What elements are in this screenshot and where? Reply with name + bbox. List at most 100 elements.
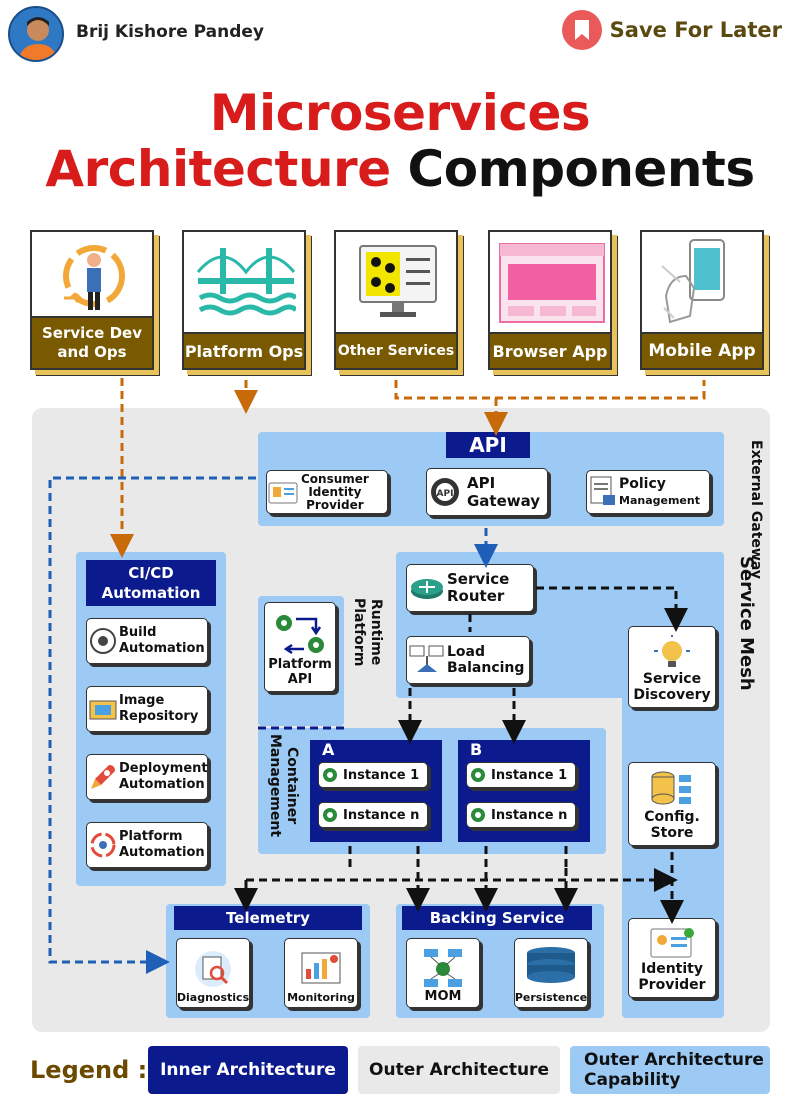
save-for-later-label: Save For Later bbox=[609, 18, 782, 42]
build-line-2: Automation bbox=[119, 641, 205, 656]
instance-label: Instance 1 bbox=[343, 767, 420, 783]
router-line-1: Service bbox=[447, 570, 510, 588]
card-other-services: Other Services bbox=[334, 230, 458, 370]
discovery-bulb-icon bbox=[654, 635, 690, 667]
platform-api-line-2: API bbox=[287, 672, 313, 687]
save-for-later-button[interactable]: Save For Later bbox=[561, 10, 782, 50]
legend-label: Legend : bbox=[30, 1056, 148, 1084]
legend-capability-line-1: Outer Architecture bbox=[584, 1050, 764, 1070]
instance-label: Instance n bbox=[343, 807, 420, 823]
id-card-icon bbox=[268, 482, 298, 504]
monitor-services-icon bbox=[359, 245, 437, 317]
card-label-platform-ops: Platform Ops bbox=[184, 332, 304, 368]
avatar bbox=[8, 6, 64, 62]
build-line-1: Build bbox=[119, 625, 157, 640]
router-icon bbox=[411, 579, 443, 599]
author-name: Brij Kishore Pandey bbox=[76, 22, 265, 42]
cicd-header: CI/CD Automation bbox=[86, 560, 216, 606]
diagnostics-label: Diagnostics bbox=[176, 991, 250, 1004]
container-b-instance-1: Instance 1 bbox=[466, 762, 576, 788]
cicd-header-line-1: CI/CD bbox=[128, 564, 174, 582]
card-label-other-services: Other Services bbox=[336, 332, 456, 368]
diagnostics: Diagnostics bbox=[176, 938, 250, 1008]
cicd-header-line-2: Automation bbox=[101, 584, 201, 602]
container-label-line-1: Container bbox=[284, 746, 300, 825]
deployment-line-2: Automation bbox=[119, 777, 205, 792]
api-gateway-line-1: API bbox=[467, 474, 496, 492]
mom: MOM bbox=[406, 938, 480, 1008]
runtime-platform-label: Runtime Platform bbox=[350, 598, 384, 666]
instance-gear-icon bbox=[323, 768, 337, 782]
instance-gear-icon bbox=[323, 808, 337, 822]
identity-card-icon bbox=[650, 928, 694, 958]
platform-api-line-1: Platform bbox=[268, 657, 332, 672]
legend-inner-architecture: Inner Architecture bbox=[148, 1046, 348, 1094]
config-store: Config. Store bbox=[628, 762, 716, 846]
api-badge-text: API bbox=[437, 489, 454, 499]
build-gear-icon bbox=[90, 628, 116, 654]
identity-line-1: Identity bbox=[640, 961, 703, 977]
backing-service-header: Backing Service bbox=[402, 906, 592, 930]
title-line-1: Microservices bbox=[209, 84, 591, 142]
database-stack-icon bbox=[527, 947, 575, 983]
container-a-instance-1: Instance 1 bbox=[318, 762, 428, 788]
policy-line-2: Management bbox=[619, 493, 700, 507]
runtime-label-line-1: Runtime bbox=[368, 599, 384, 666]
monitoring-label: Monitoring bbox=[287, 991, 355, 1004]
legend-outer-architecture-capability: Outer Architecture Capability bbox=[570, 1046, 770, 1094]
title-word-components: Components bbox=[407, 140, 756, 198]
card-mobile-app: Mobile App bbox=[640, 230, 764, 370]
lb-line-2: Balancing bbox=[447, 660, 525, 676]
discovery-line-2: Discovery bbox=[633, 687, 711, 703]
instance-label: Instance 1 bbox=[491, 767, 568, 783]
consumer-line-3: Provider bbox=[306, 497, 364, 512]
rocket-icon bbox=[91, 765, 115, 789]
platform-api-gears-icon bbox=[276, 615, 324, 655]
identity-line-2: Provider bbox=[638, 977, 706, 993]
telemetry-header: Telemetry bbox=[174, 906, 362, 930]
mom-label: MOM bbox=[424, 989, 462, 1004]
monitoring: Monitoring bbox=[284, 938, 358, 1008]
mobile-phone-icon bbox=[661, 239, 725, 324]
service-discovery: Service Discovery bbox=[628, 626, 716, 708]
diagnostics-magnifier-icon bbox=[195, 951, 231, 987]
policy-document-icon bbox=[590, 476, 615, 505]
bridge-icon bbox=[196, 248, 296, 316]
discovery-line-1: Service bbox=[642, 671, 702, 687]
platform-cycle-icon bbox=[90, 832, 116, 858]
title-word-architecture: Architecture bbox=[45, 140, 391, 198]
runtime-label-line-2: Platform bbox=[351, 598, 367, 667]
card-label-line-2: and Ops bbox=[57, 343, 127, 361]
api-gateway: API API Gateway bbox=[426, 468, 548, 516]
api-header: API bbox=[446, 432, 530, 458]
api-gateway-line-2: Gateway bbox=[467, 492, 541, 510]
instance-gear-icon bbox=[471, 808, 485, 822]
identity-provider: Identity Provider bbox=[628, 918, 716, 998]
monitoring-dashboard-icon bbox=[301, 952, 341, 984]
consumer-identity-text: Consumer Identity Provider bbox=[301, 471, 369, 512]
title-line-2: Architecture Components bbox=[0, 140, 800, 198]
platform-auto-line-1: Platform bbox=[119, 829, 183, 844]
image-line-1: Image bbox=[119, 693, 165, 708]
service-mesh-label: Service Mesh bbox=[736, 556, 757, 691]
database-config-icon bbox=[651, 771, 691, 805]
router-line-2: Router bbox=[447, 587, 505, 605]
config-line-2: Store bbox=[650, 825, 694, 841]
persistence-label: Persistence bbox=[514, 991, 588, 1004]
container-label-line-2: Management bbox=[267, 734, 283, 838]
card-label-browser-app: Browser App bbox=[490, 332, 610, 368]
card-label-service-dev-ops: Service Dev and Ops bbox=[32, 316, 152, 368]
consumer-line-1: Consumer bbox=[301, 471, 369, 486]
container-a-instance-n: Instance n bbox=[318, 802, 428, 828]
container-group-a-label: A bbox=[322, 740, 335, 759]
developer-cycle-icon bbox=[63, 245, 125, 310]
